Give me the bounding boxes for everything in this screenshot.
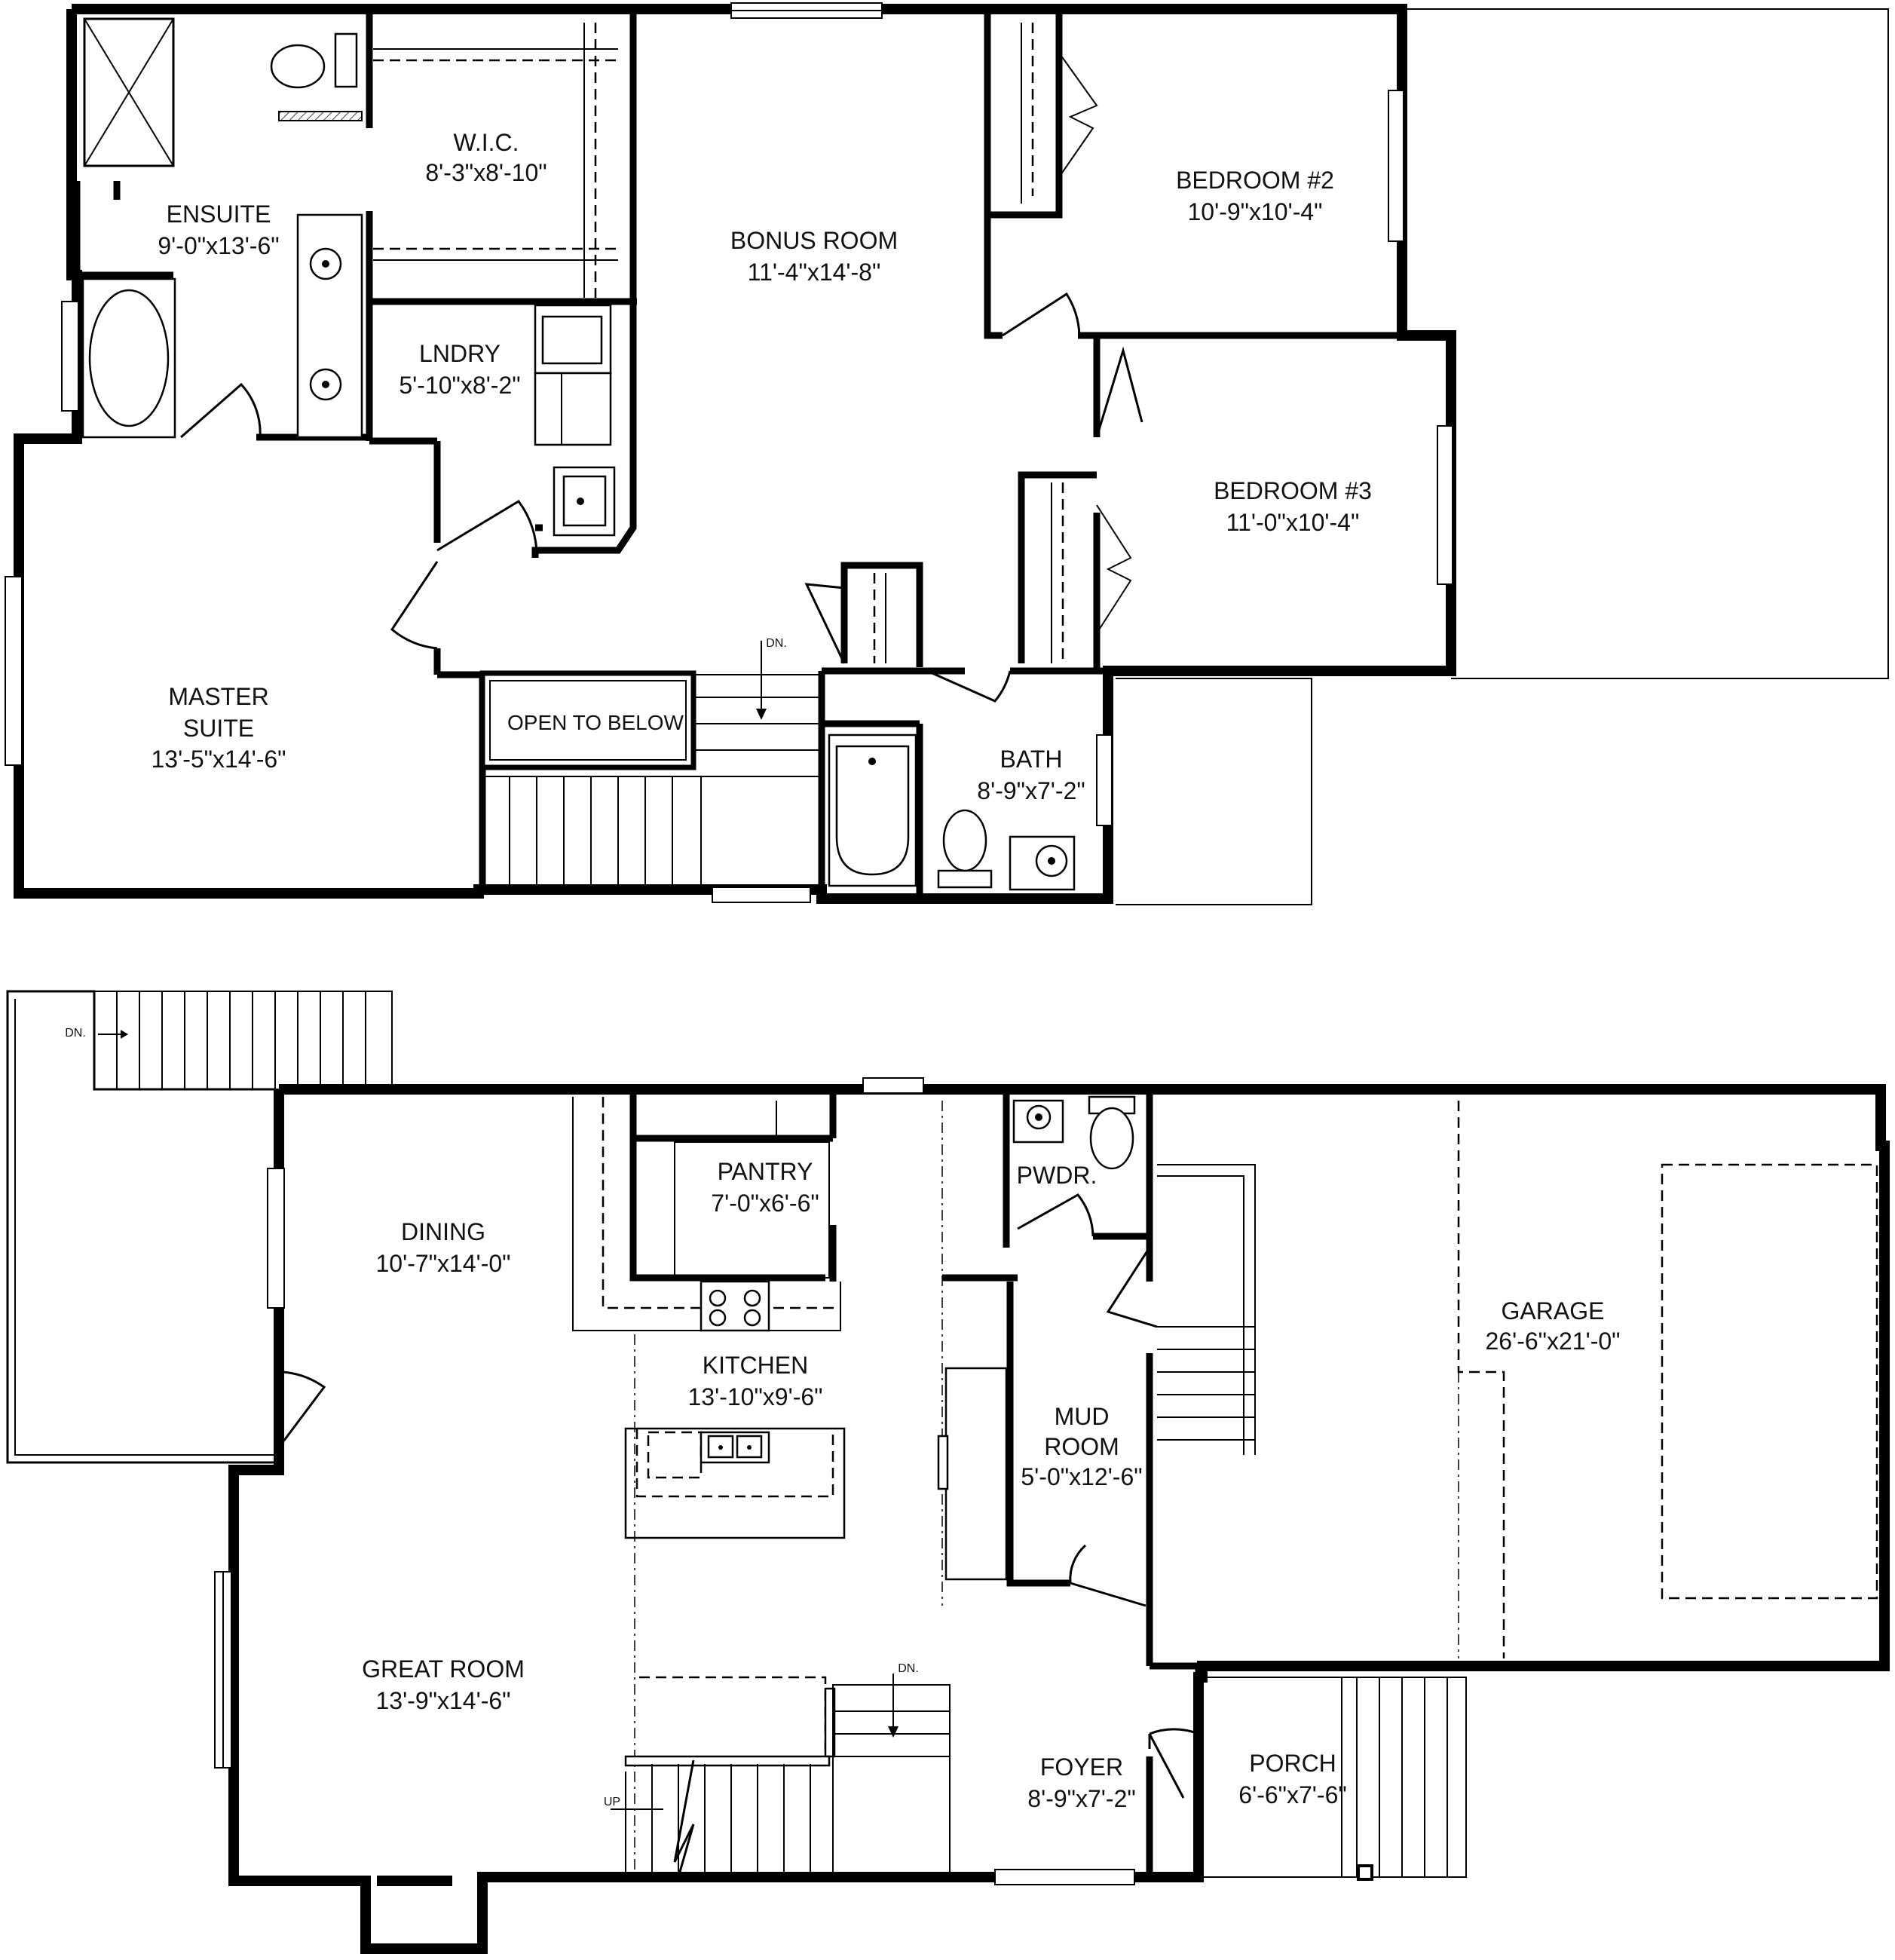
garage-stairs [1106,1164,1256,1455]
bedroom2-dim: 10'-9"x10'-4" [1187,198,1322,225]
main-stairs [611,1674,951,1878]
main-labels: PANTRY 7'-0"x6'-6" PWDR. DINING 10'-7"x1… [65,1027,1620,1812]
upper-labels: ENSUITE 9'-0"x13'-6" W.I.C. 8'-3"x8'-10"… [151,129,1371,804]
pantry-name: PANTRY [718,1158,813,1185]
pwdr-fixtures [1012,1095,1136,1170]
kitchen-dim: 13'-10"x9'-6" [687,1383,822,1410]
kitchen-island [624,1427,846,1539]
bedroom2-closet [987,23,1098,204]
kitchen-range [700,1280,770,1332]
lndry-dim: 5'-10"x8'-2" [399,372,520,399]
pwdr-door [1017,1193,1094,1237]
bedroom3-door [1095,346,1143,438]
wic-dim: 8'-3"x8'-10" [425,159,546,186]
master-name-1: MASTER [168,683,268,710]
pantry-dim: 7'-0"x6'-6" [711,1190,819,1217]
mud-dim: 5'-0"x12'-6" [1021,1463,1142,1490]
kitchen-name: KITCHEN [703,1352,808,1379]
upper-stairs [482,641,822,890]
mud-name-2: ROOM [1044,1433,1119,1460]
great-name: GREAT ROOM [362,1655,525,1683]
garage-dim: 26'-6"x21'-0" [1485,1328,1620,1355]
ensuite-toilet [270,32,358,89]
laundry-door [436,500,538,559]
bedroom3-closet [1051,482,1132,663]
upper-windows [5,2,1453,903]
foyer-door [1148,1728,1199,1799]
ensuite-tub [81,277,176,439]
mud-bench [937,1367,1008,1581]
bonus-name: BONUS ROOM [730,227,898,254]
bath-fixtures [828,733,1076,891]
porch-dim: 6'-6"x7'-6" [1238,1781,1346,1808]
porch-name: PORCH [1249,1750,1336,1777]
foyer-name: FOYER [1040,1753,1123,1781]
bedroom2-door [1002,292,1081,337]
upper-stair-dn: DN. [766,637,787,650]
open-to-below-label: OPEN TO BELOW [507,711,684,734]
master-name-2: SUITE [183,715,254,742]
bedroom3-dim: 11'-0"x10'-4" [1226,509,1360,536]
ensuite-towel-bar [278,111,363,121]
main-floor [6,990,1890,1954]
garage-name: GARAGE [1502,1297,1605,1325]
garage-outlines [1457,1101,1878,1658]
bedroom2-name: BEDROOM #2 [1176,167,1334,194]
dining-door [277,1370,326,1448]
ensuite-door [180,382,262,439]
linen-closet [804,573,886,664]
master-door [390,561,439,650]
bath-name: BATH [1000,746,1063,773]
wic-name: W.I.C. [453,129,519,156]
open-to-below [479,670,696,770]
upper-floor [5,2,1889,905]
lndry-name: LNDRY [419,340,501,367]
great-dim: 13'-9"x14'-6" [375,1687,510,1714]
dining-dim: 10'-7"x14'-0" [375,1250,510,1277]
ensuite-dim: 9'-0"x13'-6" [158,232,279,259]
ensuite-shower [83,17,175,167]
ensuite-vanity [296,213,363,439]
bath-dim: 8'-9"x7'-2" [977,777,1085,804]
pwdr-name: PWDR. [1017,1162,1098,1189]
dining-name: DINING [401,1218,485,1245]
deck [6,990,393,1464]
upper-interior-walls [73,9,1402,893]
main-stair-dn: DN. [898,1662,919,1675]
mud-door [1069,1544,1146,1607]
upper-porch-outline [1116,678,1312,905]
master-dim: 13'-5"x14'-6" [151,746,286,773]
main-stair-up: UP [604,1796,620,1808]
wic-shelving [373,23,618,298]
porch-steps [1202,1677,1467,1881]
bath-door [926,669,1012,703]
deck-stair-dn: DN. [65,1027,86,1040]
laundry-appliances [534,304,616,537]
bonus-dim: 11'-4"x14'-8" [748,259,881,286]
foyer-dim: 8'-9"x7'-2" [1027,1785,1135,1812]
mud-name-1: MUD [1055,1403,1110,1430]
upper-roof-outline [1402,8,1889,679]
main-windows [214,1077,1135,1885]
bedroom3-name: BEDROOM #3 [1214,477,1372,504]
ensuite-name: ENSUITE [167,201,271,228]
